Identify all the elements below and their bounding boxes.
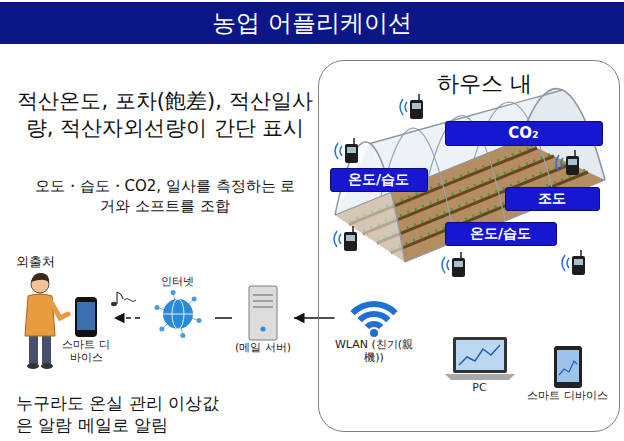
person-shoe bbox=[41, 363, 53, 369]
laptop-base bbox=[445, 374, 515, 380]
sensor-tag: 온도/습도 bbox=[330, 168, 428, 192]
wifi-wave bbox=[350, 301, 397, 315]
connector bbox=[215, 317, 232, 319]
logger-icon bbox=[334, 226, 357, 251]
title-bar: 농업 어플리케이션 bbox=[0, 2, 624, 44]
logger-icon bbox=[556, 150, 579, 175]
feature-text: 적산온도, 포차(飽差), 적산일사량, 적산자외선량이 간단 표시 bbox=[15, 88, 315, 143]
screen-chart bbox=[459, 345, 500, 365]
note-flag bbox=[117, 292, 123, 299]
server-slot bbox=[253, 294, 273, 296]
logger-icon bbox=[442, 252, 465, 277]
label-holder: 누구라도 온실 관리 이상값은 알람 메일로 알림 bbox=[16, 392, 226, 436]
note-stem bbox=[116, 292, 117, 304]
wifi-dot bbox=[370, 329, 378, 337]
wlan-node: WLAN (친기(親機)) bbox=[335, 292, 414, 364]
person bbox=[25, 273, 68, 369]
wifi-icon bbox=[350, 301, 397, 337]
server-slot bbox=[253, 300, 273, 302]
sound-squiggle bbox=[124, 299, 136, 302]
region-heading: 하우스 내 bbox=[437, 69, 532, 99]
globe-equator bbox=[163, 314, 193, 315]
phone-icon bbox=[74, 296, 98, 338]
location-label: 외출처 bbox=[16, 254, 76, 271]
label-holder: 오도・습도・CO2, 일사를 측정하는 로거와 소프트를 조합 bbox=[30, 176, 300, 217]
person-hair bbox=[31, 273, 49, 283]
tablet-node: 스마트 디바이스 bbox=[524, 345, 612, 402]
device-label: 스마트 디바이스 bbox=[527, 389, 608, 402]
device-label: WLAN (친기(親機)) bbox=[335, 338, 414, 364]
person-leg bbox=[29, 336, 38, 364]
device-label: (메일 서버) bbox=[235, 341, 291, 354]
sensor-label: CO₂ bbox=[508, 124, 538, 142]
greenhouse-base bbox=[405, 180, 605, 262]
internet-node: 인터넷 bbox=[140, 275, 215, 340]
network-node bbox=[196, 318, 201, 323]
phone-body bbox=[75, 297, 97, 337]
network-node bbox=[159, 327, 164, 332]
network-node bbox=[191, 297, 196, 302]
laptop-icon bbox=[445, 335, 515, 381]
sensor-label: 온도/습도 bbox=[348, 171, 409, 189]
wifi-wave bbox=[358, 311, 391, 322]
label-holder: 외출처 bbox=[16, 254, 76, 271]
sensor-tag: CO₂ bbox=[445, 121, 603, 146]
network-node bbox=[170, 290, 175, 295]
network-node bbox=[180, 333, 185, 338]
note-head bbox=[111, 302, 117, 306]
greenhouse-rib bbox=[474, 102, 555, 200]
server-case bbox=[249, 286, 277, 340]
connector bbox=[294, 317, 335, 319]
network-node bbox=[154, 305, 159, 310]
logger-icon bbox=[335, 138, 358, 163]
greenhouse-soil bbox=[335, 140, 605, 262]
house-region: 하우스 내CO₂온도/습도조도온도/습도WLAN (친기(親機))PC스마트 디… bbox=[318, 60, 620, 432]
title-text: 농업 어플리케이션 bbox=[212, 7, 412, 39]
server-icon bbox=[246, 285, 280, 341]
device-label: 인터넷 bbox=[161, 275, 194, 288]
sensor-tag: 온도/습도 bbox=[445, 222, 557, 246]
greenhouse bbox=[335, 89, 605, 262]
label-holder: 적산온도, 포차(飽差), 적산일사량, 적산자외선량이 간단 표시 bbox=[15, 88, 315, 143]
phone-node: 스마트 디바이스 bbox=[58, 296, 114, 364]
description-text: 오도・습도・CO2, 일사를 측정하는 로거와 소프트를 조합 bbox=[30, 176, 300, 217]
server-light bbox=[261, 327, 266, 332]
sensor-label: 온도/습도 bbox=[470, 225, 531, 243]
sensor-label: 조도 bbox=[538, 190, 566, 208]
logger-icon bbox=[400, 94, 423, 119]
wifi-wave bbox=[365, 320, 384, 328]
tablet-body bbox=[554, 346, 582, 388]
server-slot bbox=[253, 306, 273, 308]
mail-server-node: (메일 서버) bbox=[232, 285, 294, 354]
person-arm bbox=[50, 300, 68, 318]
logger-icon bbox=[562, 250, 585, 275]
device-label: PC bbox=[472, 381, 486, 394]
person-leg bbox=[42, 336, 51, 364]
wifi-icon bbox=[346, 292, 402, 338]
tablet-screen bbox=[557, 350, 579, 382]
laptop-lid bbox=[453, 337, 507, 373]
greenhouse-base bbox=[335, 140, 520, 215]
phone-screen bbox=[77, 302, 95, 330]
person-shoe bbox=[27, 363, 39, 369]
device-label: 스마트 디바이스 bbox=[58, 338, 114, 364]
connectors bbox=[114, 318, 335, 319]
globe-icon bbox=[148, 288, 208, 340]
sensor-tag: 조도 bbox=[505, 187, 600, 211]
connector bbox=[114, 317, 140, 319]
tablet-icon bbox=[553, 345, 583, 389]
screen-chart bbox=[559, 361, 577, 375]
summary-text: 누구라도 온실 관리 이상값은 알람 메일로 알림 bbox=[16, 392, 226, 436]
pc-node: PC bbox=[440, 335, 520, 394]
laptop-screen bbox=[456, 340, 504, 370]
globe bbox=[163, 299, 193, 329]
music-note bbox=[111, 292, 136, 306]
